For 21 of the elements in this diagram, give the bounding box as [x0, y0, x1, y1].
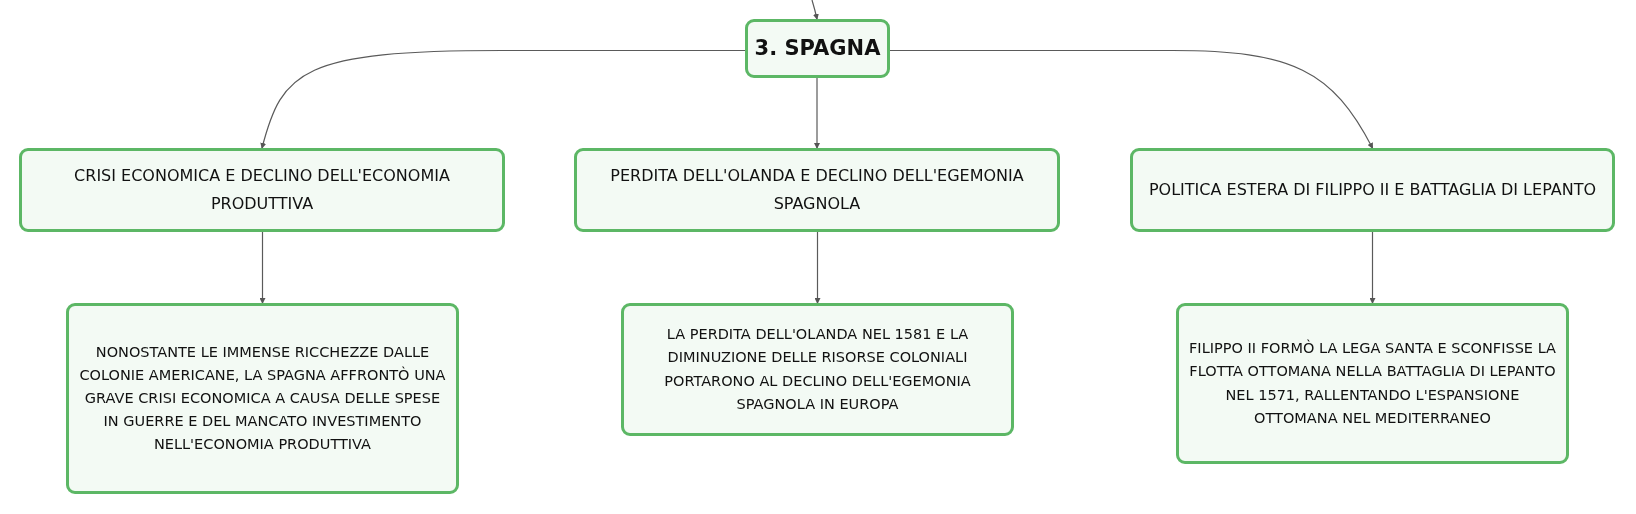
- connector-arrow: [1369, 231, 1376, 304]
- detail-box: [621, 303, 1014, 436]
- connector-arrow: [259, 231, 266, 304]
- node-text: PERDITA DELL'OLANDA E DECLINO DELL'EGEMONIA SPAGNOLA: [609, 165, 1025, 215]
- topic-box: [19, 148, 505, 232]
- connector-arrow: [814, 77, 820, 149]
- detail-box: [66, 303, 459, 494]
- topic-box: [574, 148, 1060, 232]
- node-text: LA PERDITA DELL'OLANDA NEL 1581 E LA DIMINUZIONE DELLE RISORSE COLONIALI PORTARONO AL DECLINO DELL'EGEMONIA SPAGNOLA IN EUROPA: [663, 325, 972, 414]
- detail-box: [1176, 303, 1569, 464]
- connector-arrow: [811, 0, 819, 20]
- topic-box: [1130, 148, 1615, 232]
- node-text: FILIPPO II FORMÒ LA LEGA SANTA E SCONFISSE LA FLOTTA OTTOMANA NELLA BATTAGLIA DI LEPANTO NEL 1571, RALLENTANDO L'ESPANSIONE OTTOMANA NEL MEDITERRANEO: [1188, 338, 1557, 428]
- connector-arrow: [814, 231, 821, 304]
- node-text: NONOSTANTE LE IMMENSE RICCHEZZE DALLE COLONIE AMERICANE, LA SPAGNA AFFRONTÒ UNA GRAVE CRISI ECONOMICA A CAUSA DELLE SPESE IN GUERRE E DEL MANCATO INVESTIMENTO NELL'ECONOMIA PRODUTTIVA: [78, 342, 447, 455]
- node-text: 3. SPAGNA: [754, 35, 881, 63]
- root-topic-box: [745, 19, 890, 78]
- node-text: CRISI ECONOMICA E DECLINO DELL'ECONOMIA PRODUTTIVA: [73, 165, 451, 215]
- connector-arrow: [260, 49, 746, 149]
- node-text: POLITICA ESTERA DI FILIPPO II E BATTAGLIA DI LEPANTO: [1148, 179, 1597, 201]
- connector-arrow: [889, 49, 1374, 149]
